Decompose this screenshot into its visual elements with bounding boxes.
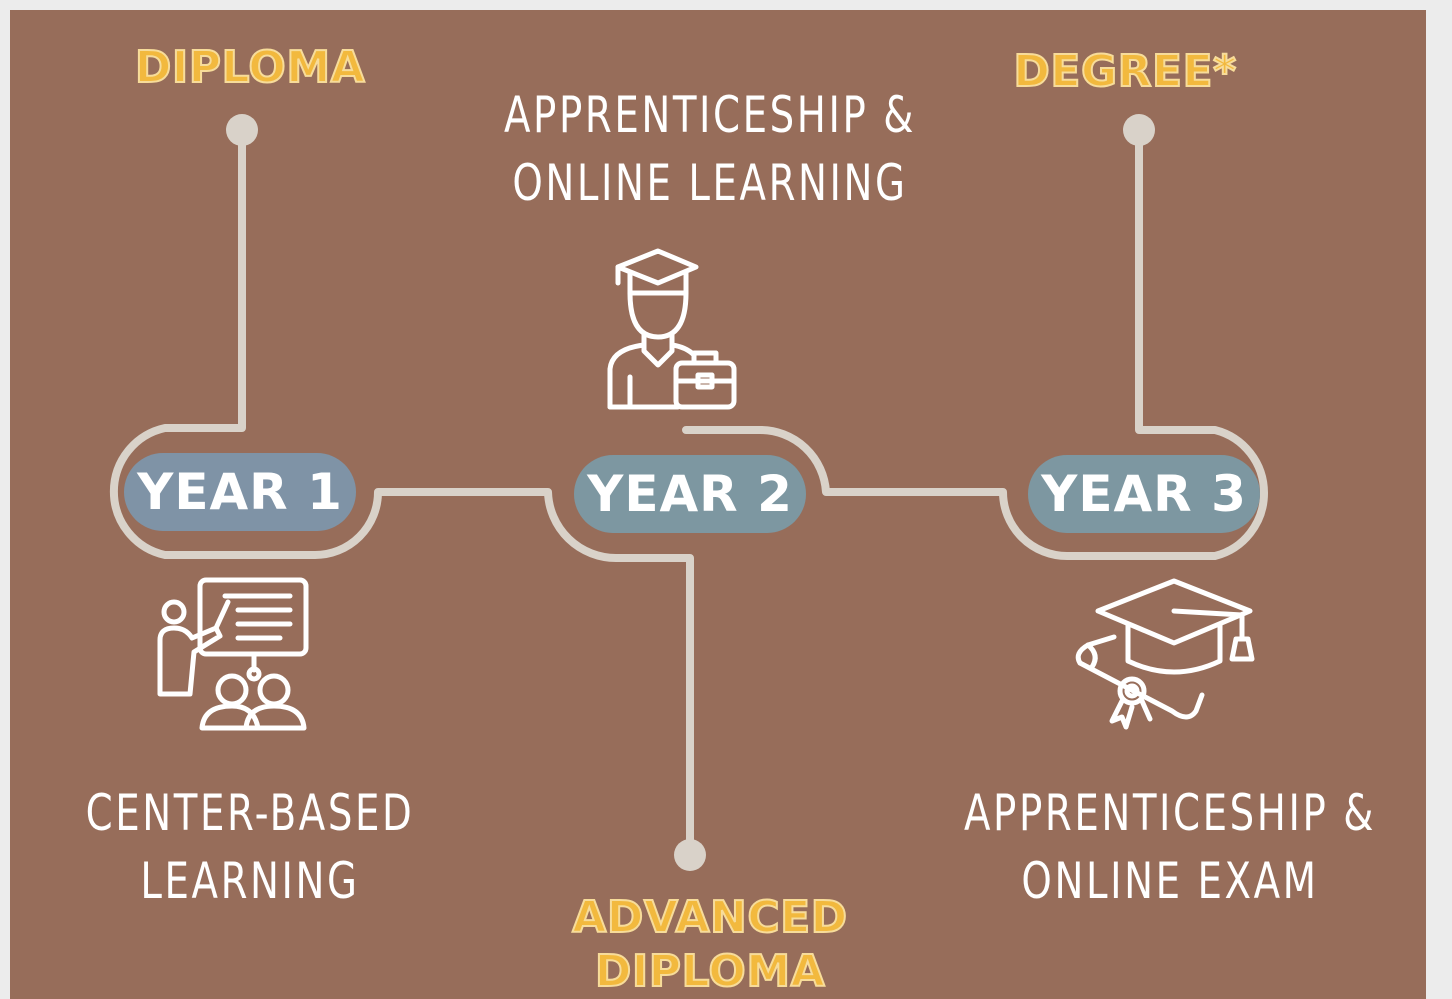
- advanced-diploma-label-line1: ADVANCED: [571, 892, 848, 943]
- graduation-cap-diploma-icon: [1075, 578, 1255, 730]
- year1-description-line1: CENTER-BASED: [85, 784, 415, 842]
- advanced-diploma-node: [674, 839, 706, 871]
- graduate-with-briefcase-icon: [607, 248, 737, 410]
- year3-description-line2: ONLINE EXAM: [1021, 851, 1319, 910]
- year2-description-line2: ONLINE LEARNING: [512, 153, 908, 212]
- advanced-diploma-label-line2: DIPLOMA: [594, 946, 826, 997]
- year1-loop: [109, 128, 694, 859]
- year2-description-line1: APPRENTICESHIP &: [504, 86, 916, 144]
- year2-pill: YEAR 2: [574, 455, 806, 533]
- degree-node: [1123, 114, 1155, 146]
- year1-pill: YEAR 1: [124, 453, 356, 531]
- diploma-label: DIPLOMA: [134, 42, 366, 93]
- year3-pill: YEAR 3: [1028, 455, 1260, 533]
- degree-label: DEGREE*: [1012, 46, 1237, 97]
- year1-description: CENTER-BASED LEARNING: [52, 780, 448, 915]
- year2-description: APPRENTICESHIP & ONLINE LEARNING: [469, 82, 951, 217]
- year3-description-line1: APPRENTICESHIP &: [964, 784, 1376, 842]
- diploma-node: [226, 114, 258, 146]
- year1-description-line2: LEARNING: [140, 851, 360, 910]
- year2-loop: [682, 128, 1268, 560]
- teacher-presentation-icon: [157, 577, 309, 731]
- year3-description: APPRENTICESHIP & ONLINE EXAM: [955, 780, 1385, 915]
